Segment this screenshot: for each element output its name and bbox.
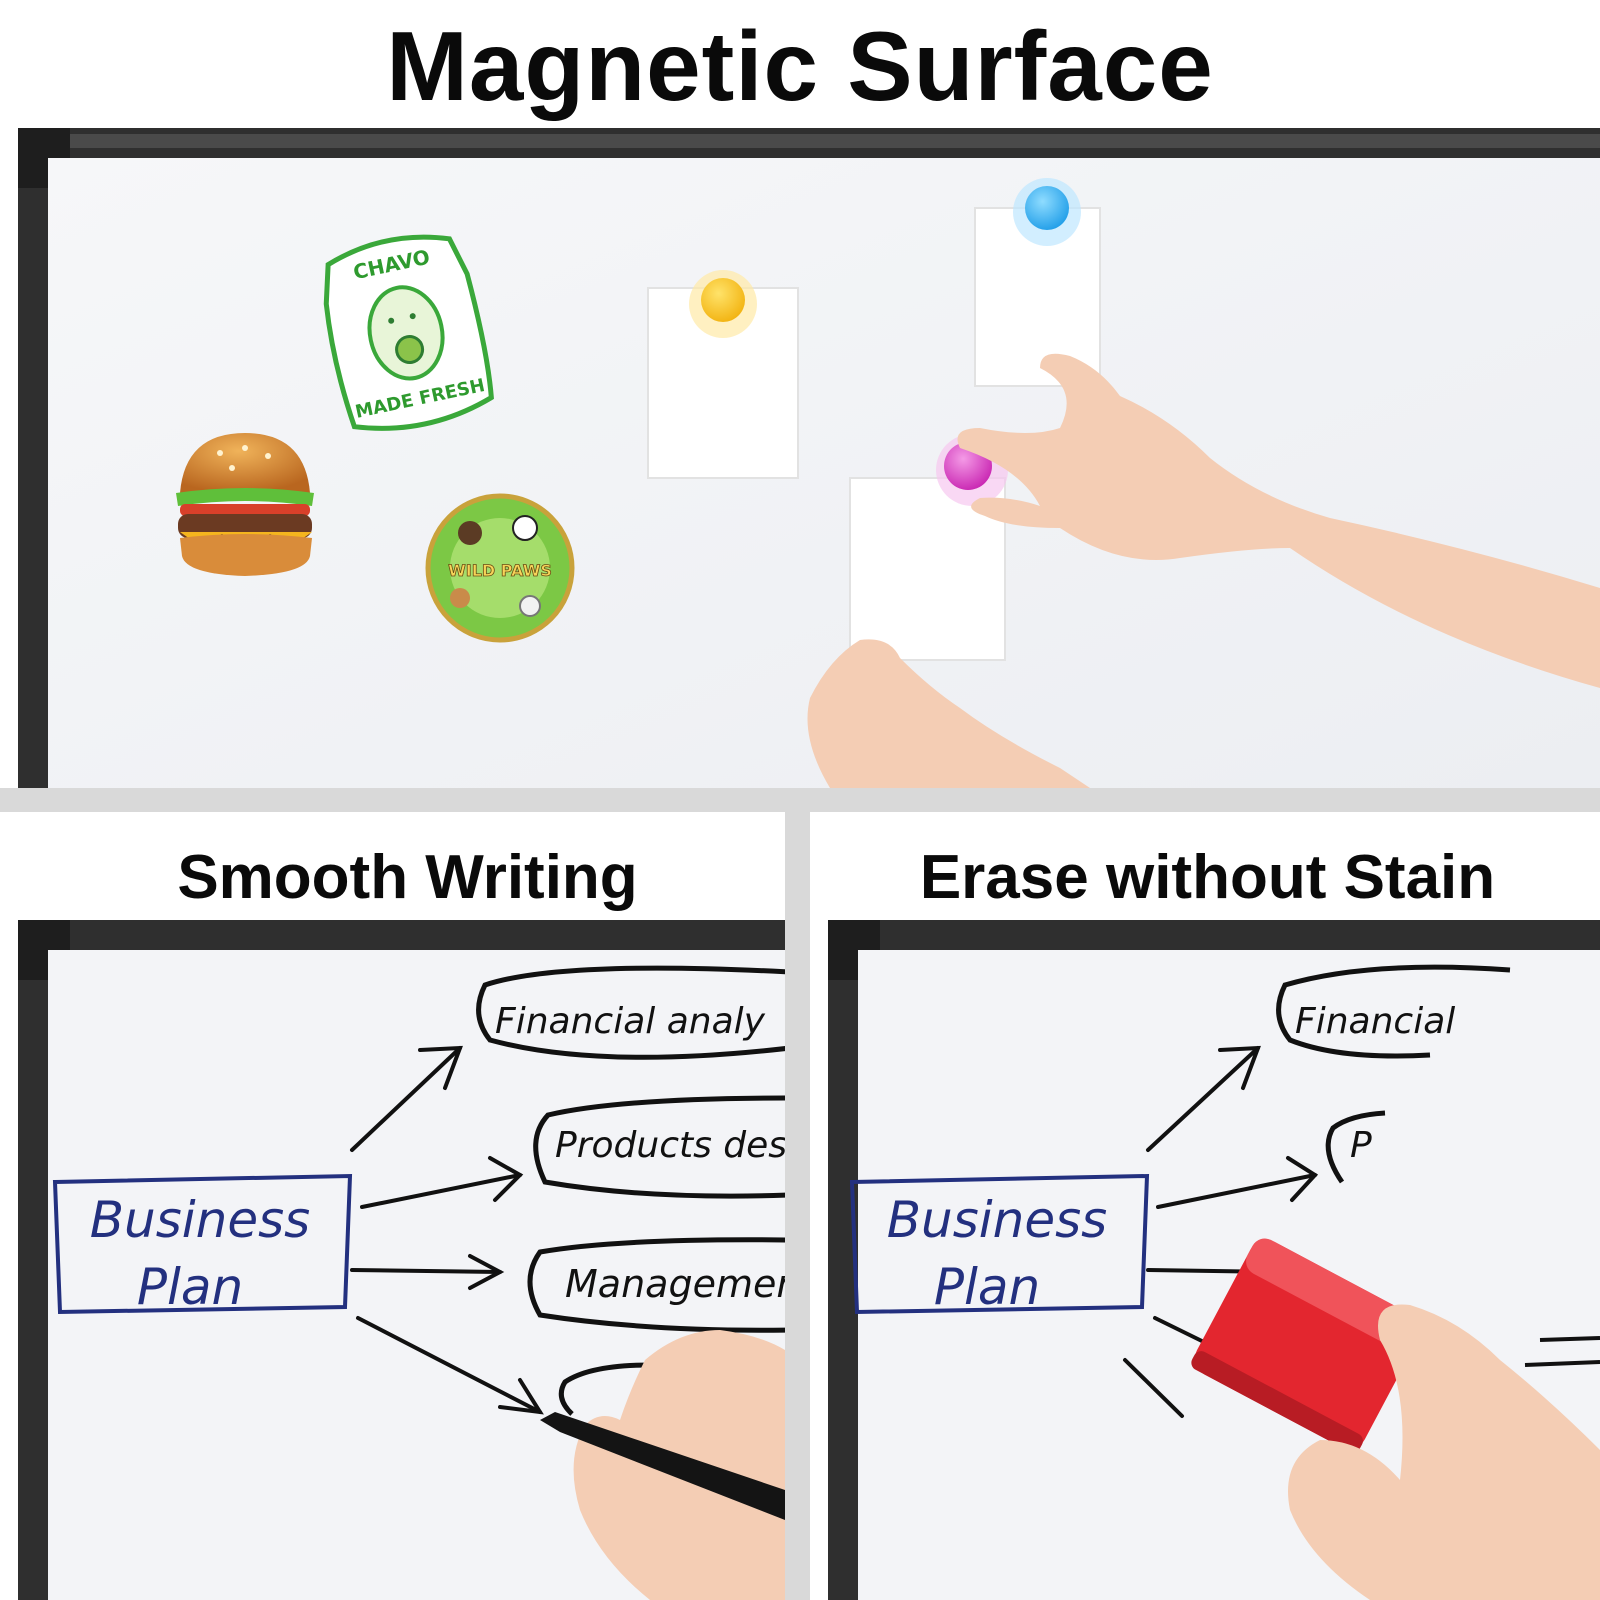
ellipse-products — [533, 1095, 785, 1199]
magnetic-board-illustration: CHAVO MADE FRESH WILD PAWS — [18, 128, 1600, 788]
yellow-push-magnet — [689, 270, 757, 338]
box-line1-text: Business — [90, 1191, 310, 1249]
erase-board-illustration: Business Plan Financial P — [828, 920, 1600, 1600]
ellipse-financial — [476, 965, 785, 1060]
wild-paws-text: WILD PAWS — [448, 561, 552, 580]
item-financial-text: Financial — [1295, 1001, 1455, 1042]
box-line2-text: Plan — [934, 1258, 1040, 1316]
right-hand — [957, 353, 1600, 688]
left-hand — [807, 639, 1090, 788]
frame-corner — [18, 128, 70, 188]
vertical-divider — [785, 812, 810, 1600]
magnetic-surface-panel: CHAVO MADE FRESH WILD PAWS — [0, 128, 1600, 788]
item-management-text: Managemen — [565, 1262, 785, 1306]
erase-title: Erase without Stain — [919, 843, 1496, 912]
wild-paws-magnet: WILD PAWS — [425, 493, 575, 643]
item-products-partial-text: P — [1350, 1125, 1372, 1166]
business-plan-box — [52, 1173, 353, 1315]
page-title: Magnetic Surface — [386, 11, 1214, 121]
erasing-hand — [1288, 1304, 1600, 1600]
smooth-writing-panel: Business Plan Financial analy Products d… — [0, 920, 785, 1600]
erase-panel: Business Plan Financial P — [810, 920, 1600, 1600]
blue-push-magnet — [1013, 178, 1081, 246]
red-eraser — [1191, 1238, 1422, 1453]
smooth-writing-title: Smooth Writing — [177, 843, 638, 912]
horizontal-divider — [0, 788, 1600, 812]
business-plan-box — [849, 1173, 1150, 1315]
writing-board-illustration: Business Plan Financial analy Products d… — [18, 920, 785, 1600]
avocado-magnet: CHAVO MADE FRESH — [323, 234, 494, 431]
item-products-text: Products des — [555, 1125, 785, 1166]
box-line1-text: Business — [887, 1191, 1107, 1249]
ellipse-products-partial — [1325, 1110, 1386, 1184]
burger-magnet — [176, 433, 314, 576]
mind-map-arrows — [350, 1045, 544, 1415]
marker-pen — [540, 1412, 785, 1520]
ellipse-management — [527, 1237, 785, 1333]
box-line2-text: Plan — [137, 1258, 243, 1316]
item-financial-text: Financial analy — [495, 1001, 766, 1042]
ellipse-financial — [1276, 964, 1511, 1059]
